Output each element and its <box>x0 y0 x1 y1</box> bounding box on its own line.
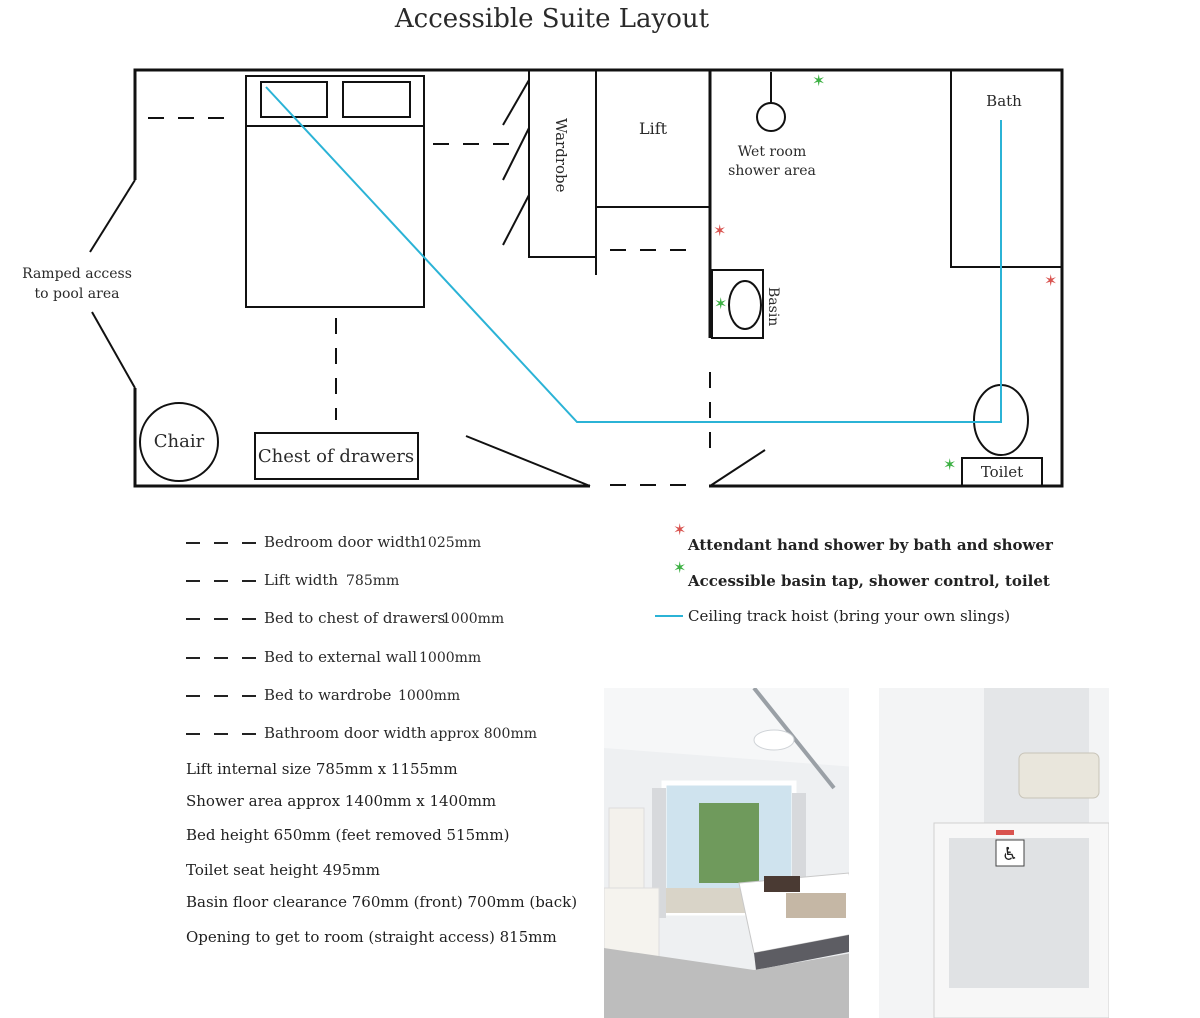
page-title: Accessible Suite Layout <box>394 4 710 34</box>
wheelchair-icon: ♿ <box>1002 844 1018 865</box>
red-star-bath: ✶ <box>1044 271 1057 290</box>
legend-value: 1000mm <box>398 688 461 704</box>
bath-label: Bath <box>986 92 1022 110</box>
green-star-label: Accessible basin tap, shower control, to… <box>688 572 1050 590</box>
floor-plan: ✶ ✶ ✶ ✶ ✶ Wardrobe Lift Wet room shower … <box>22 68 1064 488</box>
outer-wall-bottom-left <box>133 388 590 488</box>
legend-value: 1000mm <box>442 611 505 627</box>
ramp-label-1: Ramped access <box>22 266 132 282</box>
chair-label: Chair <box>154 431 205 452</box>
wet-room-label-2: shower area <box>728 163 816 179</box>
legend-value: approx 800mm <box>430 726 538 742</box>
bed <box>245 75 425 308</box>
green-star-basin: ✶ <box>714 294 727 313</box>
legend-label: Bed to wardrobe <box>264 686 392 704</box>
green-star-icon: ✶ <box>673 558 687 577</box>
red-star-wall: ✶ <box>713 221 726 240</box>
lift <box>595 69 711 208</box>
chest-label: Chest of drawers <box>258 446 414 467</box>
lift-label: Lift <box>639 119 668 138</box>
spec-toilet: Toilet seat height 495mm <box>186 861 380 879</box>
green-star-toilet: ✶ <box>943 455 956 474</box>
hoist-line-icon <box>655 615 683 617</box>
spec-basin: Basin floor clearance 760mm (front) 700m… <box>186 893 578 911</box>
room-photo: ♿ <box>604 688 1109 1018</box>
wet-room-label-1: Wet room <box>738 144 806 160</box>
legend-label: Bed to external wall <box>264 648 418 666</box>
chest-of-drawers <box>254 432 419 480</box>
wardrobe-label: Wardrobe <box>552 118 570 193</box>
bath <box>950 69 1063 268</box>
legend-label: Bedroom door width <box>264 533 421 551</box>
spec-shower: Shower area approx 1400mm x 1400mm <box>186 792 497 810</box>
chair <box>139 402 219 482</box>
shower-drain <box>756 102 786 132</box>
ramp-line-bottom <box>91 311 136 389</box>
basin <box>711 269 764 339</box>
toilet-label: Toilet <box>981 463 1023 481</box>
legend-label: Bathroom door width <box>264 724 427 742</box>
pillow-right <box>342 81 411 118</box>
hoist-track <box>265 86 1002 423</box>
spec-lift: Lift internal size 785mm x 1155mm <box>186 760 458 778</box>
red-star-icon: ✶ <box>673 520 687 539</box>
legend-label: Bed to chest of drawers <box>264 609 446 627</box>
legend-value: 1025mm <box>419 535 482 551</box>
spec-bed: Bed height 650mm (feet removed 515mm) <box>186 826 510 844</box>
outer-wall <box>133 68 1064 488</box>
basin-label: Basin <box>765 287 781 326</box>
red-star-label: Attendant hand shower by bath and shower <box>688 536 1053 554</box>
ramp-label-2: to pool area <box>35 286 120 302</box>
ramp-line-top <box>89 179 136 253</box>
legend-value: 1000mm <box>419 650 482 666</box>
green-star-shower: ✶ <box>812 71 825 90</box>
legend-label: Lift width <box>264 571 339 589</box>
legend-value: 785mm <box>346 573 400 589</box>
hoist-label: Ceiling track hoist (bring your own slin… <box>688 607 1011 625</box>
spec-opening: Opening to get to room (straight access)… <box>186 928 557 946</box>
toilet-cistern <box>961 457 1043 487</box>
pillow-left <box>260 81 328 118</box>
